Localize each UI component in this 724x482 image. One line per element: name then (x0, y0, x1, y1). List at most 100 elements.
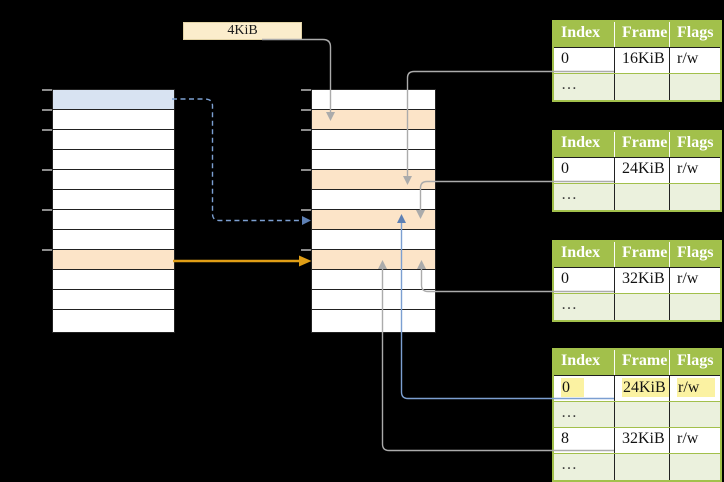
column-header-frame: Frame (615, 350, 670, 375)
column-header-index: Index (554, 132, 615, 157)
table-cell: … (554, 402, 615, 427)
ruler-tick-middle (301, 209, 311, 211)
memory-row (312, 130, 435, 150)
table-cell: 0 (554, 48, 615, 73)
column-header-index: Index (554, 242, 615, 267)
ruler-tick-left (42, 249, 52, 251)
ruler-tick-left (42, 169, 52, 171)
ruler-tick-middle (301, 129, 311, 131)
table-cell: r/w (670, 376, 720, 401)
memory-row (53, 130, 174, 150)
table-cell (670, 402, 720, 427)
memory-row (312, 150, 435, 170)
table-row-entry: 0 24KiB r/w (554, 376, 720, 402)
memory-row-peach (312, 250, 435, 270)
memory-row (53, 170, 174, 190)
table-cell: r/w (677, 270, 699, 287)
arrowhead-right-icon (299, 255, 312, 267)
connector-dashed-blue-line (172, 98, 301, 222)
column-header-frame: Frame (615, 132, 670, 157)
table-cell: … (554, 454, 615, 480)
table-cell: … (554, 74, 615, 100)
ruler-tick-left (42, 109, 52, 111)
column-header-flags: Flags (677, 134, 714, 151)
ruler-tick-left (42, 209, 52, 211)
frame-size-label: 4KiB (183, 22, 302, 40)
column-header-index: Index (554, 350, 615, 375)
memory-row (312, 290, 435, 310)
table-row-ellipsis: … (554, 184, 720, 210)
column-header-frame: Frame (615, 22, 670, 47)
table-cell: 0 (554, 376, 615, 401)
memory-row (312, 90, 435, 110)
ruler-tick-middle (301, 89, 311, 91)
table-row-ellipsis: … (554, 294, 720, 320)
memory-row (53, 290, 174, 310)
table-cell: 0 (554, 268, 615, 293)
table-cell: 24KiB (615, 158, 670, 183)
table-cell (615, 454, 670, 480)
table-cell (615, 294, 670, 320)
table-cell (615, 74, 670, 100)
ruler-tick-left (42, 89, 52, 91)
ruler-tick-left (42, 129, 52, 131)
table-cell (670, 74, 720, 100)
table-cell: r/w (677, 430, 699, 447)
table-cell: 32KiB (615, 268, 670, 293)
column-header-flags: Flags (677, 352, 714, 369)
column-header-flags: Flags (677, 244, 714, 261)
column-header-flags: Flags (677, 24, 714, 41)
table-cell: 32KiB (615, 428, 670, 453)
table-cell: 24KiB (615, 376, 670, 401)
table-cell (615, 184, 670, 210)
table-cell (670, 294, 720, 320)
memory-row (312, 190, 435, 210)
arrowhead-right-icon (302, 216, 311, 225)
table-cell: 16KiB (615, 48, 670, 73)
table-cell (670, 184, 720, 210)
ruler-tick-middle (301, 169, 311, 171)
memory-row-peach (312, 210, 435, 230)
memory-row (312, 230, 435, 250)
table-cell: r/w (677, 160, 699, 177)
table-row-ellipsis: … (554, 402, 720, 428)
column-header-index: Index (554, 22, 615, 47)
ruler-tick-middle (301, 109, 311, 111)
memory-row (53, 110, 174, 130)
table-cell (615, 402, 670, 427)
memory-row-peach (53, 250, 174, 270)
memory-row (312, 270, 435, 290)
table-cell: … (554, 294, 615, 320)
memory-row-blue (53, 90, 174, 110)
memory-row-peach (312, 110, 435, 130)
highlighted-value: 0 (561, 378, 584, 397)
memory-column-middle (311, 89, 436, 333)
highlighted-value: 24KiB (622, 378, 669, 397)
table-cell: 0 (554, 158, 615, 183)
table-row-ellipsis: … (554, 454, 720, 480)
table-cell: … (554, 184, 615, 210)
table-row-ellipsis: … (554, 74, 720, 100)
memory-row (312, 310, 435, 330)
memory-row (53, 310, 174, 330)
memory-row-peach (312, 170, 435, 190)
table-cell (670, 454, 720, 480)
memory-row (53, 150, 174, 170)
memory-row (53, 190, 174, 210)
table-cell: r/w (677, 50, 699, 67)
memory-row (53, 270, 174, 290)
table-cell: 8 (554, 428, 615, 453)
column-header-frame: Frame (615, 242, 670, 267)
highlighted-value: r/w (677, 378, 715, 397)
